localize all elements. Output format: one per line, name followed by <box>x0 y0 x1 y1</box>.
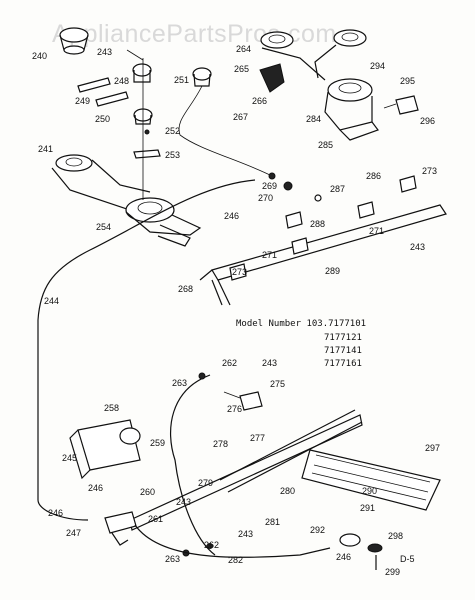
wire-end <box>268 172 276 180</box>
label-263-top: 263 <box>172 378 187 388</box>
label-267: 267 <box>233 112 248 122</box>
label-290: 290 <box>362 486 377 496</box>
label-277: 277 <box>250 433 265 443</box>
label-270: 270 <box>258 193 273 203</box>
label-258: 258 <box>104 403 119 413</box>
watermark-text: AppliancePartsPros.com <box>52 20 337 48</box>
label-247: 247 <box>66 528 81 538</box>
igniter-262-263 <box>169 372 216 557</box>
label-243-e: 243 <box>238 529 253 539</box>
valve-275 <box>223 391 263 411</box>
label-292: 292 <box>310 525 325 535</box>
label-254: 254 <box>96 222 111 232</box>
label-264: 264 <box>236 44 251 54</box>
label-287: 287 <box>330 184 345 194</box>
label-251: 251 <box>174 75 189 85</box>
label-263-low: 263 <box>165 554 180 564</box>
label-262-top: 262 <box>222 358 237 368</box>
label-295: 295 <box>400 76 415 86</box>
label-289: 289 <box>325 266 340 276</box>
gas-line-282 <box>134 524 331 558</box>
label-253: 253 <box>165 150 180 160</box>
burner-head-294 <box>324 78 379 141</box>
label-246-d: 246 <box>336 552 351 562</box>
figure-code: D-5 <box>400 554 415 564</box>
label-271-right: 271 <box>369 226 384 236</box>
label-241: 241 <box>38 144 53 154</box>
valve-296 <box>383 95 419 115</box>
burner-head-264-area <box>260 29 367 81</box>
label-286: 286 <box>366 171 381 181</box>
label-261: 261 <box>148 514 163 524</box>
thermostat-245 <box>69 419 141 480</box>
label-297: 297 <box>425 443 440 453</box>
label-260: 260 <box>140 487 155 497</box>
label-299: 299 <box>385 567 400 577</box>
label-246-b: 246 <box>88 483 103 493</box>
label-278: 278 <box>213 439 228 449</box>
label-249: 249 <box>75 96 90 106</box>
label-284: 284 <box>306 114 321 124</box>
valves-271-288 <box>229 175 417 281</box>
label-276: 276 <box>227 404 242 414</box>
model-variant-1: 7177121 <box>324 333 362 343</box>
model-number-title: Model Number 103.7177101 <box>236 319 366 329</box>
label-240: 240 <box>32 51 47 61</box>
label-252: 252 <box>165 126 180 136</box>
part-labels: 240 243 248 251 249 250 252 253 241 254 … <box>32 44 440 577</box>
label-288: 288 <box>310 219 325 229</box>
model-variant-3: 7177161 <box>324 359 362 369</box>
label-296: 296 <box>420 116 435 126</box>
label-298: 298 <box>388 531 403 541</box>
label-268: 268 <box>178 284 193 294</box>
label-280: 280 <box>280 486 295 496</box>
label-281: 281 <box>265 517 280 527</box>
gas-line-244 <box>37 179 256 521</box>
label-243: 243 <box>97 47 112 57</box>
label-269: 269 <box>262 181 277 191</box>
label-266: 266 <box>252 96 267 106</box>
label-259: 259 <box>150 438 165 448</box>
manifold-pipe <box>199 204 447 306</box>
orifice-parts-248-253 <box>77 49 161 200</box>
label-243-d: 243 <box>176 497 191 507</box>
label-262-low: 262 <box>204 540 219 550</box>
label-244: 244 <box>44 296 59 306</box>
label-294: 294 <box>370 61 385 71</box>
model-number-block: Model Number 103.7177101 7177121 7177141… <box>236 319 415 564</box>
bracket-265 <box>192 63 285 93</box>
wire-267 <box>178 85 273 177</box>
label-246-a: 246 <box>224 211 239 221</box>
oven-burner-297 <box>301 449 441 511</box>
label-245: 245 <box>62 453 77 463</box>
label-285: 285 <box>318 140 333 150</box>
label-282: 282 <box>228 555 243 565</box>
burner-cap-240 <box>59 27 89 55</box>
label-271-left: 271 <box>262 250 277 260</box>
label-243-b: 243 <box>410 242 425 252</box>
label-246-c: 246 <box>48 508 63 518</box>
label-248: 248 <box>114 76 129 86</box>
label-279: 279 <box>198 478 213 488</box>
label-265: 265 <box>234 64 249 74</box>
label-250: 250 <box>95 114 110 124</box>
label-243-c: 243 <box>262 358 277 368</box>
label-273-low: 273 <box>232 267 247 277</box>
burner-head-254 <box>125 197 202 247</box>
safety-valve-298 <box>339 533 383 570</box>
model-variant-2: 7177141 <box>324 346 362 356</box>
label-291: 291 <box>360 503 375 513</box>
label-275: 275 <box>270 379 285 389</box>
label-273-top: 273 <box>422 166 437 176</box>
